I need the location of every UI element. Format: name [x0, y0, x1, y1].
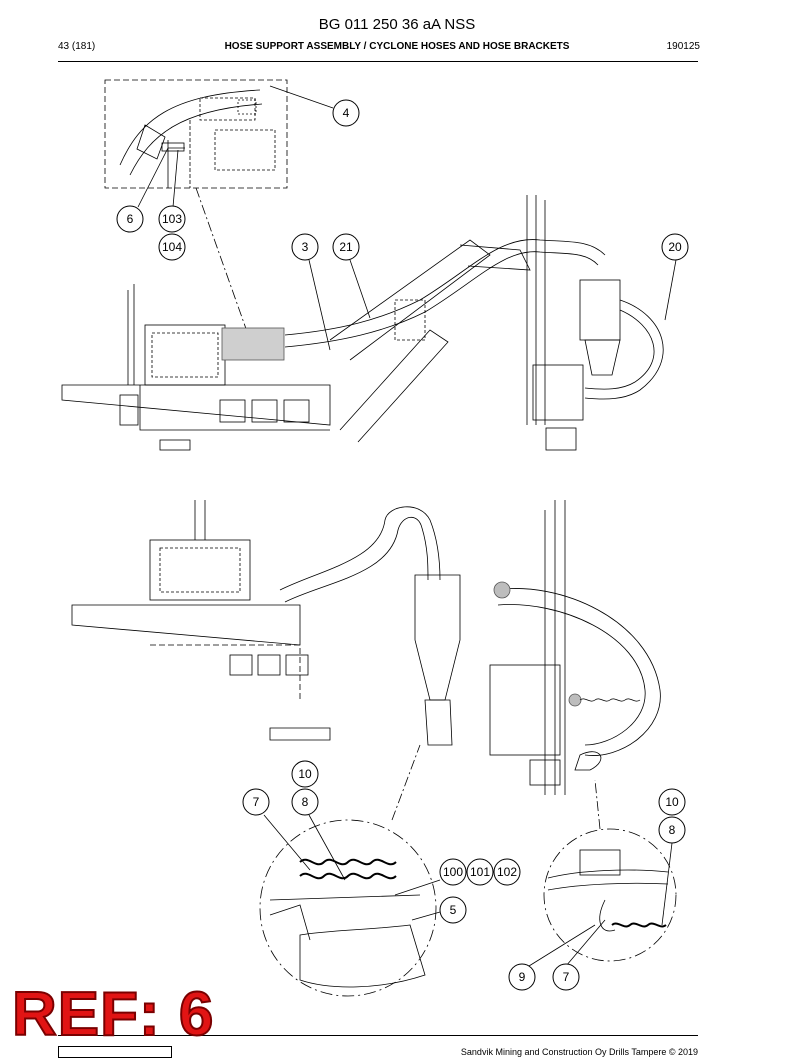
callout-7-right: 7 — [552, 963, 580, 991]
callout-21: 21 — [332, 233, 360, 261]
svg-text:20: 20 — [668, 240, 682, 254]
svg-text:104: 104 — [162, 240, 182, 254]
detail-leader — [195, 187, 251, 341]
callout-9: 9 — [508, 963, 536, 991]
svg-text:5: 5 — [450, 903, 457, 917]
svg-text:21: 21 — [339, 240, 353, 254]
callout-104: 104 — [158, 233, 186, 261]
svg-text:6: 6 — [127, 212, 134, 226]
callout-5: 5 — [439, 896, 467, 924]
copyright-text: Sandvik Mining and Construction Oy Drill… — [460, 1047, 698, 1057]
section-title: HOSE SUPPORT ASSEMBLY / CYCLONE HOSES AN… — [224, 41, 570, 52]
svg-text:10: 10 — [298, 767, 312, 781]
svg-text:10: 10 — [665, 795, 679, 809]
callout-20: 20 — [661, 233, 689, 261]
date-code: 190125 — [666, 41, 700, 52]
svg-text:103: 103 — [162, 212, 182, 226]
svg-text:9: 9 — [519, 970, 526, 984]
svg-text:8: 8 — [302, 795, 309, 809]
callout-102: 102 — [493, 858, 521, 886]
upper-assembly-view — [61, 195, 664, 451]
svg-text:7: 7 — [563, 970, 570, 984]
callout-3: 3 — [291, 233, 319, 261]
callout-10-right: 10 — [658, 788, 686, 816]
callout-101: 101 — [466, 858, 494, 886]
svg-text:102: 102 — [497, 865, 517, 879]
lower-assembly-view — [71, 500, 661, 795]
ref-stamp: REF: 6 — [11, 980, 215, 1049]
svg-text:8: 8 — [669, 823, 676, 837]
svg-text:3: 3 — [302, 240, 309, 254]
callout-8-right: 8 — [658, 816, 686, 844]
document-number: BG 011 250 36 aA NSS — [318, 16, 476, 33]
leader-lines — [137, 85, 677, 967]
callout-10-left: 10 — [291, 760, 319, 788]
callout-7-left: 7 — [242, 788, 270, 816]
svg-text:7: 7 — [253, 795, 260, 809]
svg-text:101: 101 — [470, 865, 490, 879]
callout-8-left: 8 — [291, 788, 319, 816]
svg-text:4: 4 — [343, 106, 350, 120]
callout-100: 100 — [439, 858, 467, 886]
svg-text:100: 100 — [443, 865, 463, 879]
detail-circle-left — [259, 744, 437, 997]
callout-4: 4 — [332, 99, 360, 127]
callout-103: 103 — [158, 205, 186, 233]
callout-6: 6 — [116, 205, 144, 233]
footer-rule — [58, 1035, 698, 1036]
header-rule — [58, 61, 698, 62]
inset-detail-view — [104, 79, 288, 189]
detail-circle-right — [543, 779, 677, 962]
page-number: 43 (181) — [58, 41, 96, 52]
